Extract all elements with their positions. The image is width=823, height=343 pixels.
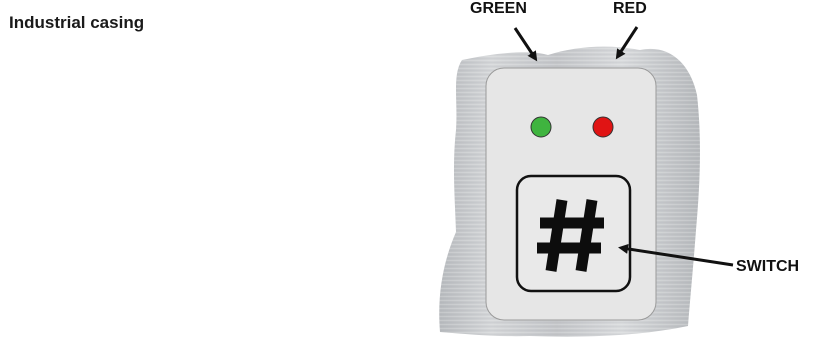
red-led-icon xyxy=(593,117,613,137)
red-led-label: RED xyxy=(613,0,647,18)
switch-button[interactable] xyxy=(517,176,630,291)
green-led-icon xyxy=(531,117,551,137)
green-led-label: GREEN xyxy=(470,0,527,18)
switch-label: SWITCH xyxy=(736,258,799,276)
